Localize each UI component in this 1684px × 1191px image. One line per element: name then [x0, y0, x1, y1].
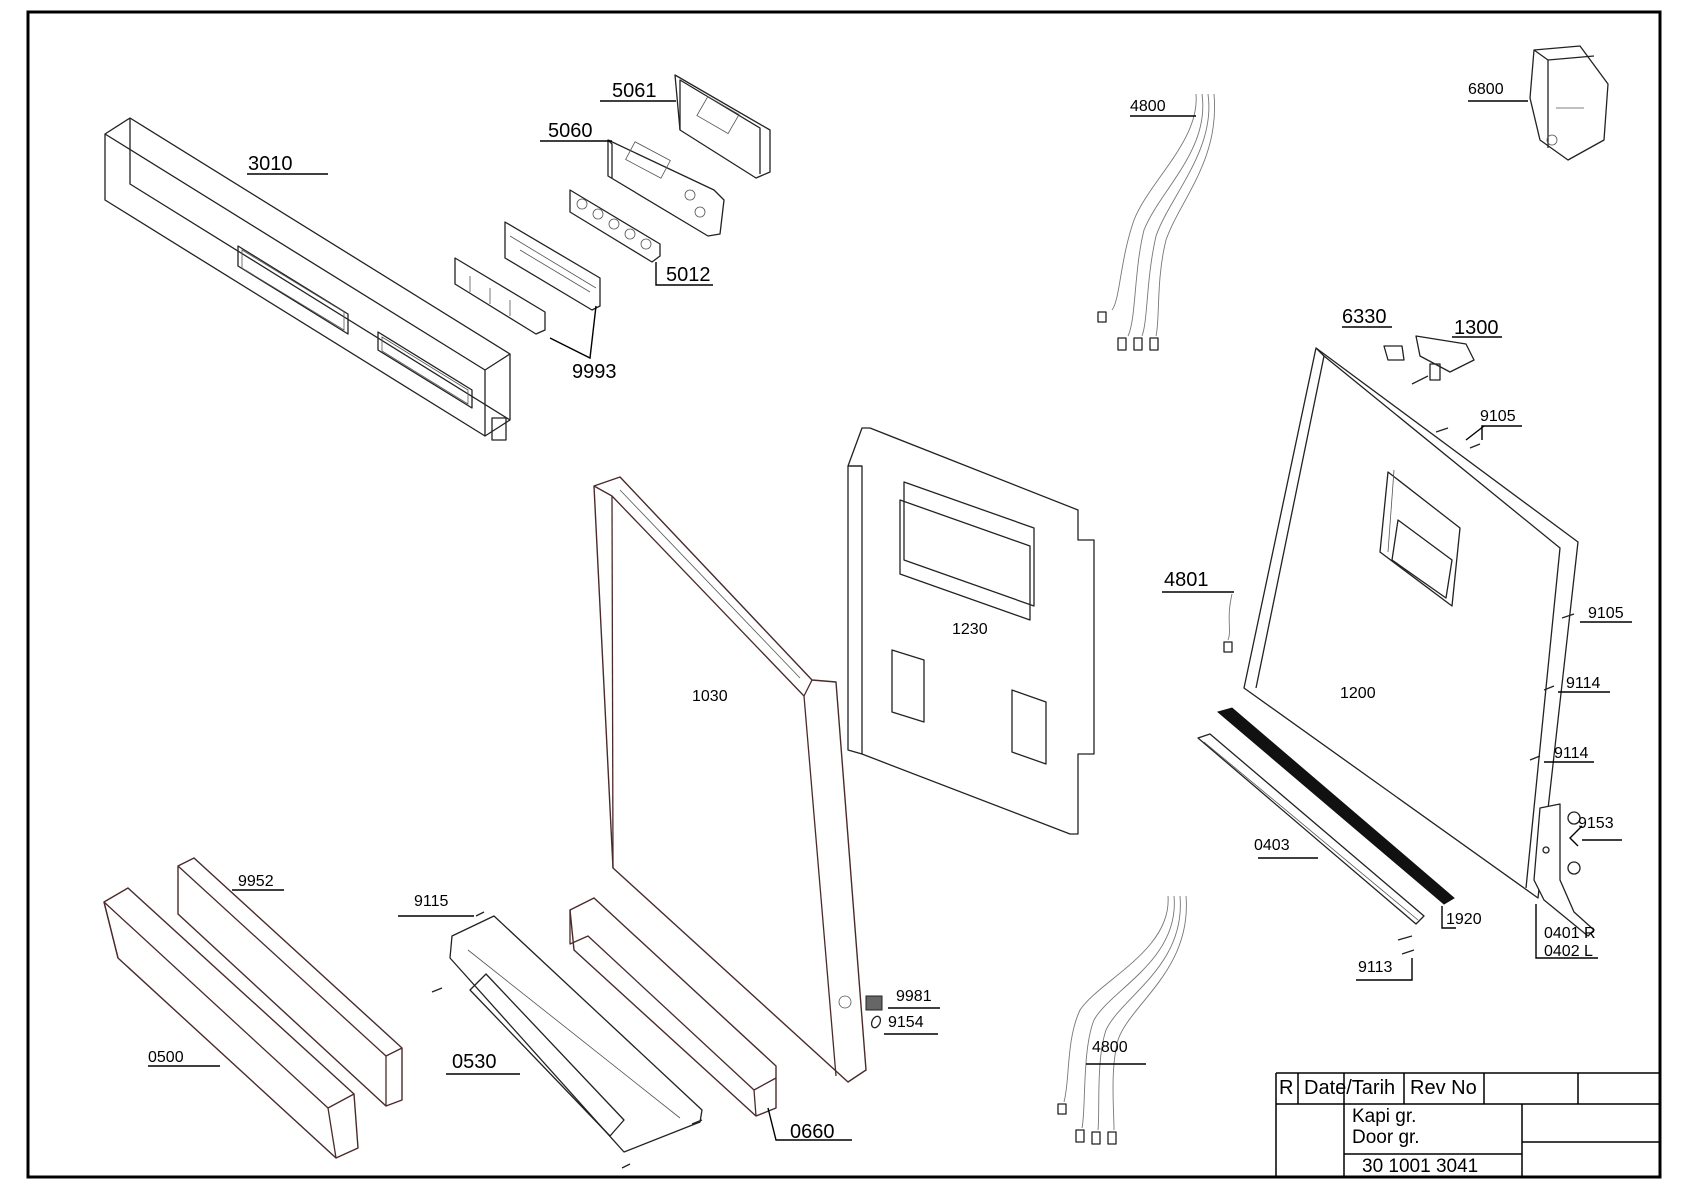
label-0660: 0660 [790, 1121, 835, 1143]
title-desc-tr: Kapi gr. [1352, 1106, 1417, 1127]
trim-9952 [177, 857, 403, 1107]
title-revno-header: Rev No [1410, 1077, 1477, 1099]
label-9153: 9153 [1578, 815, 1614, 832]
door-panel-1030 [593, 476, 867, 1083]
hinge-0401-0402 [1533, 803, 1595, 937]
screws-9113 [1397, 935, 1415, 955]
label-0401: 0401 R [1544, 925, 1596, 942]
label-4800-top: 4800 [1130, 98, 1166, 115]
label-1230: 1230 [952, 621, 988, 638]
label-5060: 5060 [548, 120, 593, 142]
drawing-frame [26, 10, 1662, 1179]
leader-0660 [767, 1107, 852, 1141]
label-9114-a: 9114 [1566, 675, 1601, 692]
leader-5012 [655, 262, 713, 286]
label-6330: 6330 [1342, 306, 1387, 328]
bracket-0530 [431, 911, 703, 1169]
rail-0403 [1197, 733, 1425, 925]
dispenser-6800 [1529, 45, 1609, 161]
label-9114-b: 9114 [1554, 745, 1589, 762]
wire-harness-4800-top [1097, 93, 1216, 351]
title-desc-en: Door gr. [1352, 1127, 1420, 1148]
leader-0401 [1535, 904, 1598, 959]
label-5061: 5061 [612, 80, 657, 102]
label-6800: 6800 [1468, 81, 1504, 98]
wire-harness-4800-bottom [1057, 895, 1187, 1145]
label-1200: 1200 [1340, 685, 1376, 702]
label-9952: 9952 [238, 873, 274, 890]
screws-9105 [1435, 427, 1575, 619]
small-parts-9981-9154 [865, 995, 883, 1029]
leader-9105-a [1481, 425, 1522, 440]
bracket-5061 [674, 74, 771, 179]
latch-6330 [1383, 345, 1405, 361]
leader-9993 [549, 305, 597, 360]
gasket-1920 [1216, 707, 1455, 905]
label-9993: 9993 [572, 361, 617, 383]
title-drawing-number: 30 1001 3041 [1362, 1156, 1479, 1177]
lock-1300 [1411, 335, 1475, 385]
leader-9113 [1356, 958, 1413, 981]
label-9154: 9154 [888, 1014, 924, 1031]
label-1300: 1300 [1454, 317, 1499, 339]
label-0500: 0500 [148, 1049, 184, 1066]
keys-strip [454, 257, 546, 335]
label-4801: 4801 [1164, 569, 1209, 591]
label-3010: 3010 [248, 153, 293, 175]
label-9105-a: 9105 [1480, 408, 1516, 425]
title-rev-header: R [1279, 1077, 1294, 1099]
button-strip-5012 [569, 189, 661, 263]
label-0403: 0403 [1254, 837, 1290, 854]
leader-9105-a2 [1465, 425, 1485, 441]
inner-door-1200 [1243, 347, 1579, 899]
label-1030: 1030 [692, 688, 728, 705]
electronic-card-5060 [607, 139, 725, 237]
label-5012: 5012 [666, 264, 711, 286]
trim-0660 [569, 897, 777, 1117]
insulation-1230 [847, 427, 1095, 835]
leader-9153 [1569, 825, 1583, 847]
label-9981: 9981 [896, 988, 932, 1005]
label-0530: 0530 [452, 1051, 497, 1073]
title-date-header: Date/Tarih [1304, 1077, 1396, 1099]
label-9113: 9113 [1358, 959, 1393, 976]
label-9105-b: 9105 [1588, 605, 1624, 622]
kick-plate-0500 [103, 887, 359, 1159]
screws-9114 [1529, 685, 1555, 761]
title-block [1275, 1072, 1660, 1177]
label-4800-bottom: 4800 [1092, 1039, 1128, 1056]
label-9115: 9115 [414, 893, 449, 910]
label-0402: 0402 L [1544, 943, 1593, 960]
wire-4801 [1223, 593, 1233, 653]
leader-1920 [1441, 906, 1456, 929]
label-1920: 1920 [1446, 911, 1482, 928]
control-panel-3010 [104, 117, 511, 441]
